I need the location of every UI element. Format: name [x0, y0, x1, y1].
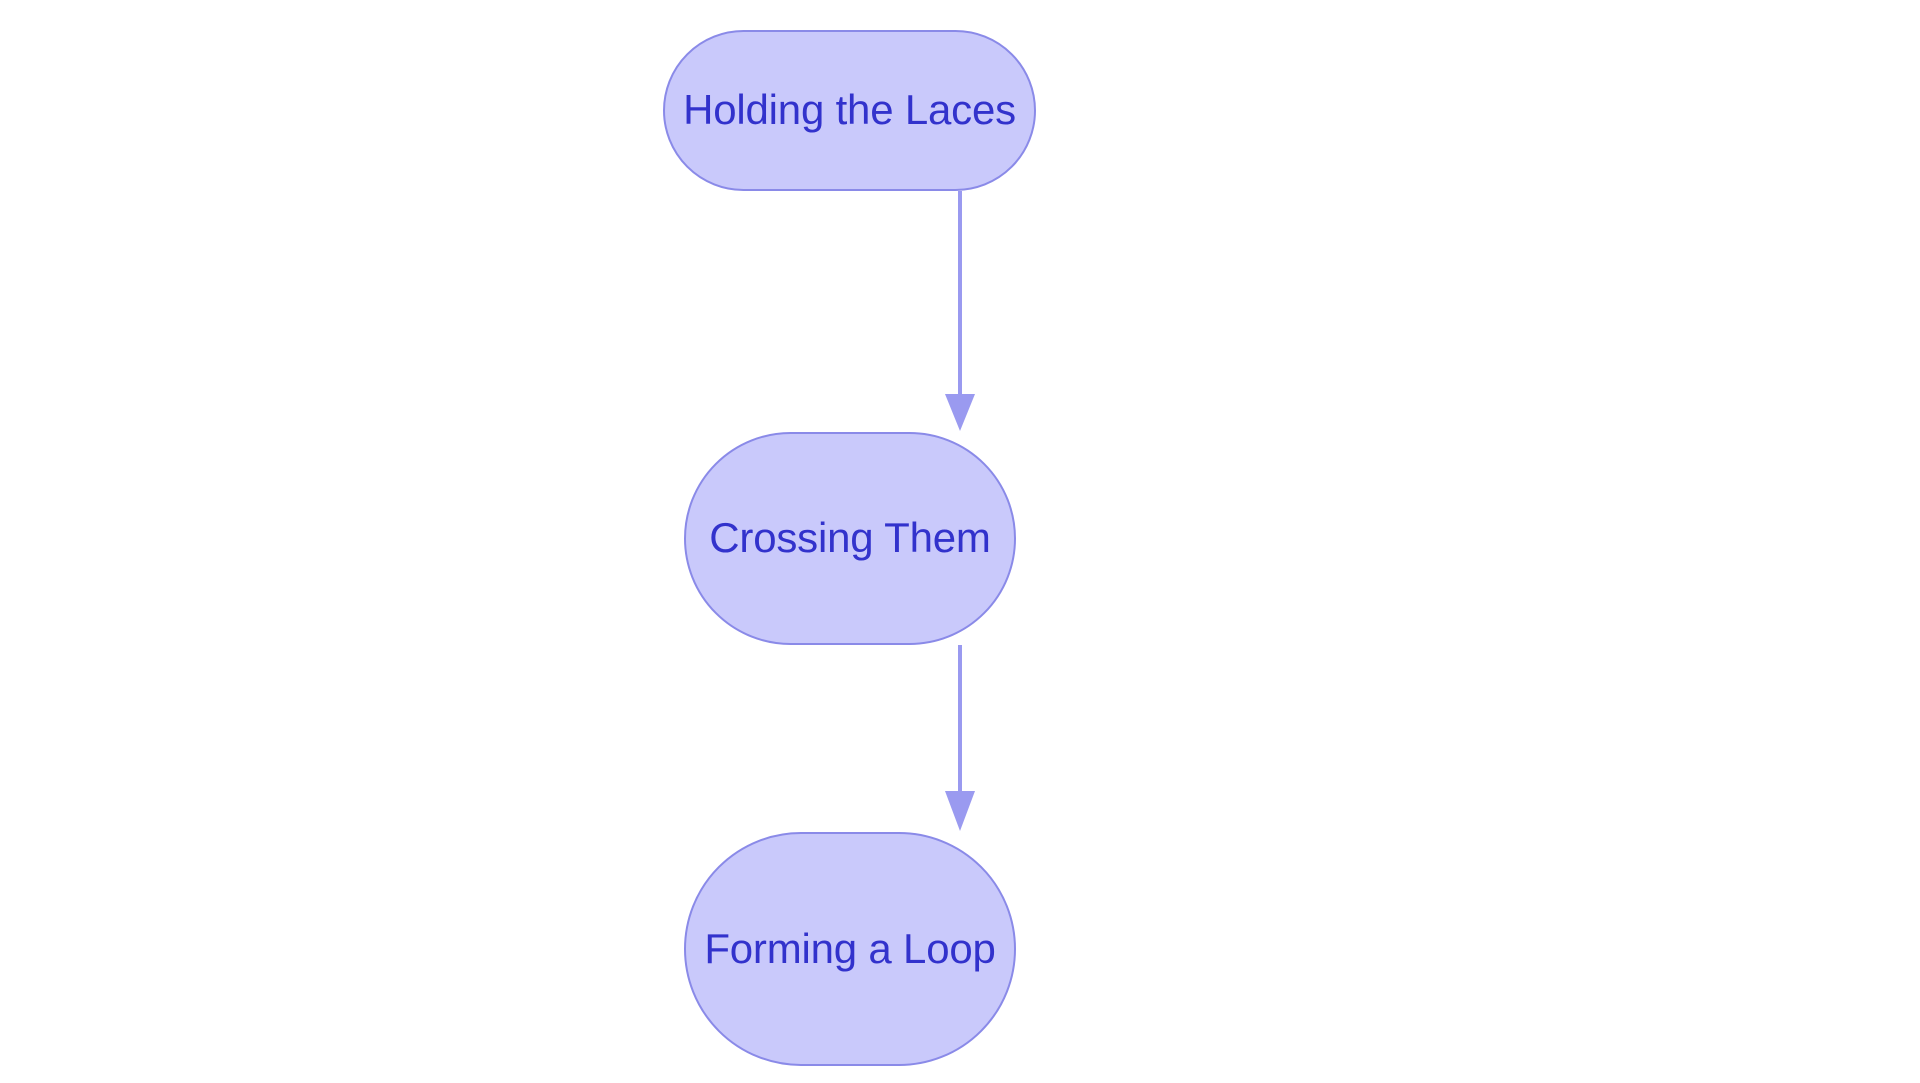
- flow-node-label: Crossing Them: [709, 514, 991, 562]
- flow-node-forming-a-loop[interactable]: Forming a Loop: [684, 832, 1016, 1066]
- edge-crossing-them-to-forming-a-loop: [945, 645, 975, 831]
- arrowhead-icon: [945, 394, 975, 431]
- edge-holding-the-laces-to-crossing-them: [945, 191, 975, 431]
- flow-node-crossing-them[interactable]: Crossing Them: [684, 432, 1016, 645]
- flow-node-label: Holding the Laces: [683, 86, 1016, 134]
- flow-node-holding-the-laces[interactable]: Holding the Laces: [663, 30, 1036, 191]
- flow-node-label: Forming a Loop: [704, 924, 996, 972]
- arrowhead-icon: [945, 791, 975, 831]
